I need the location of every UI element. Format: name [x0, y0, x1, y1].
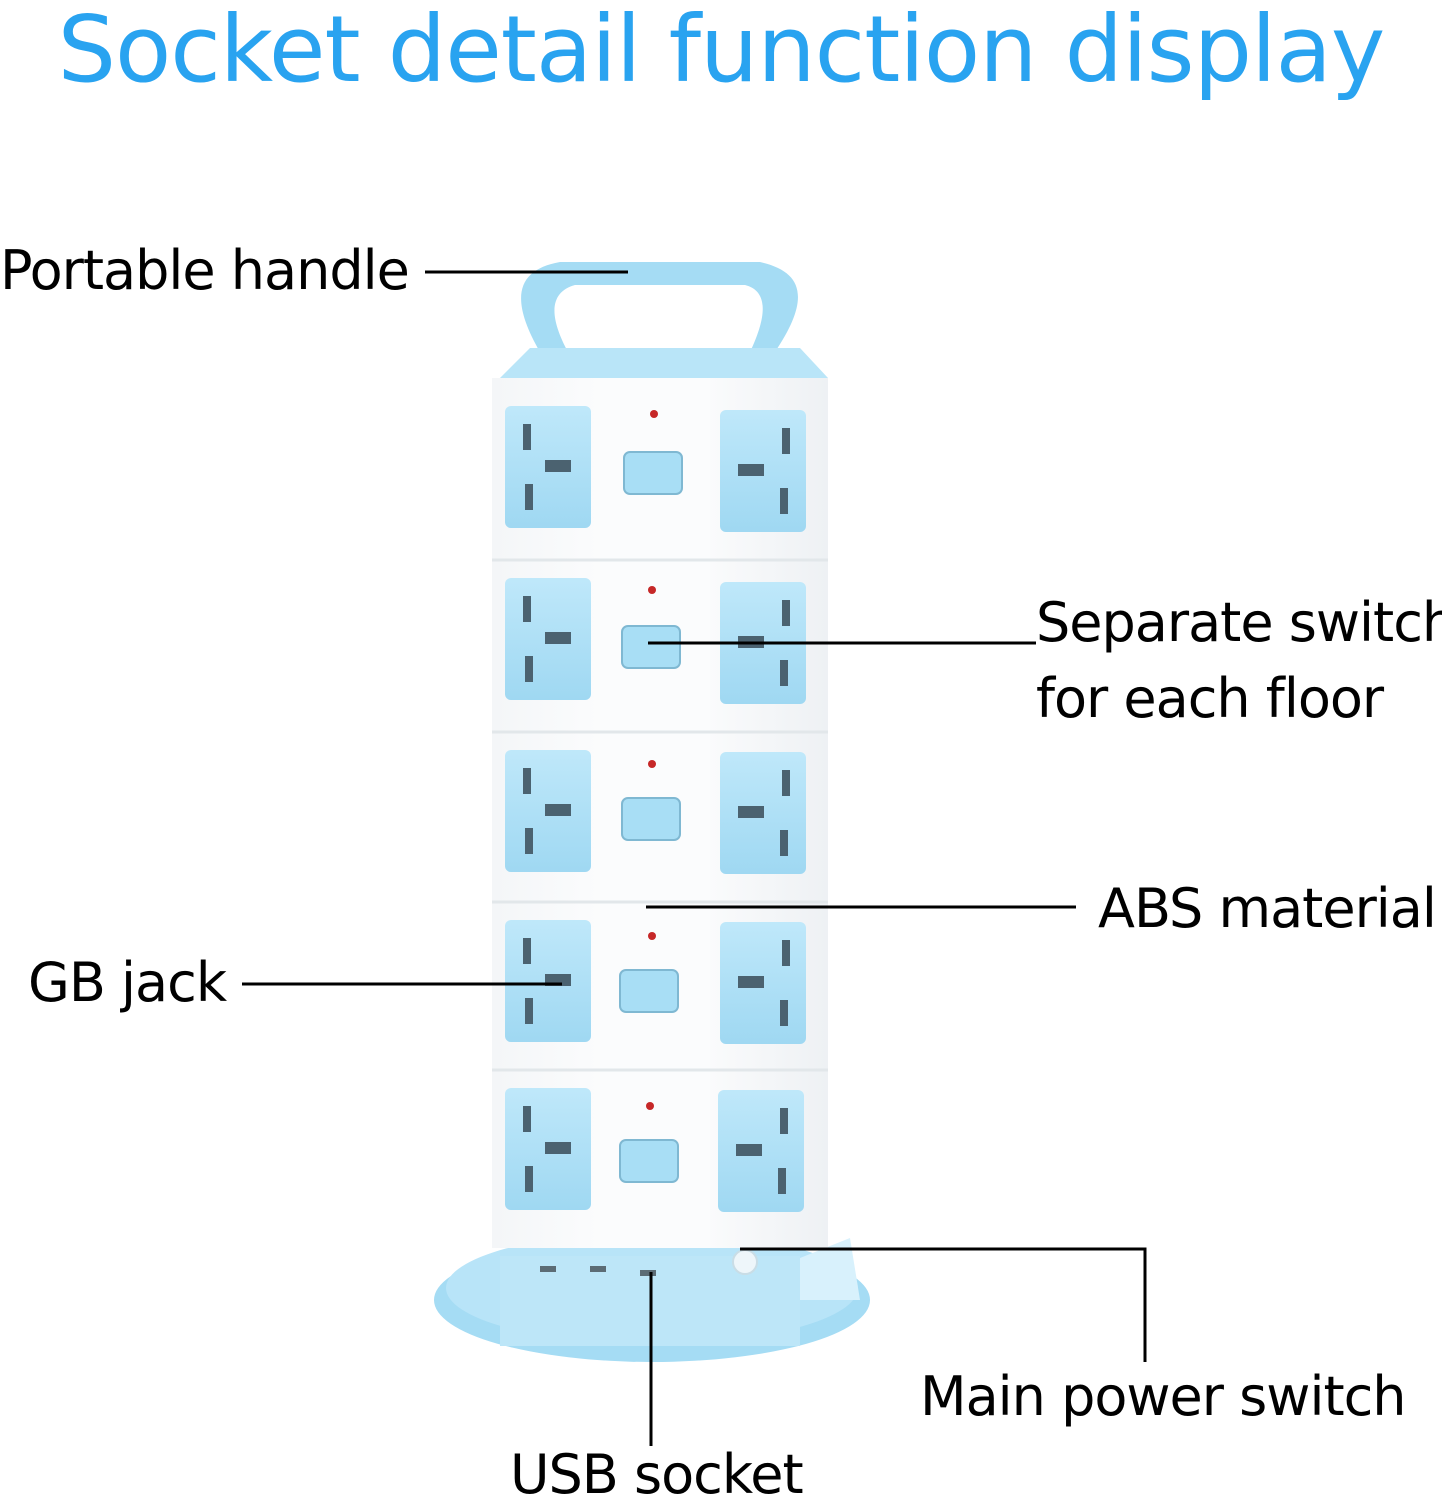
- floor-switch: [619, 1139, 679, 1183]
- page-title: Socket detail function display: [57, 0, 1386, 103]
- label-separate-switch-line1: Separate switch: [1036, 591, 1442, 654]
- label-gb-jack: GB jack: [28, 951, 227, 1014]
- label-separate-switch-line2: for each floor: [1036, 667, 1384, 730]
- label-usb-socket: USB socket: [510, 1443, 804, 1506]
- floor-switch: [619, 969, 679, 1013]
- floor-5: [505, 1088, 804, 1212]
- floor-2: [492, 578, 828, 734]
- handle-icon: [521, 262, 798, 352]
- floor-3: [492, 750, 828, 904]
- leader-main-power-switch: [740, 1247, 1147, 1362]
- label-portable-handle: Portable handle: [0, 239, 410, 302]
- floor-1: [492, 406, 828, 562]
- label-main-power-switch: Main power switch: [920, 1365, 1407, 1428]
- floor-4: [492, 920, 828, 1072]
- floor-switch: [621, 797, 681, 841]
- floor-switch: [623, 451, 683, 495]
- label-abs-material: ABS material: [1098, 877, 1437, 940]
- floor-switch: [621, 625, 681, 669]
- main-power-switch-icon: [732, 1249, 758, 1275]
